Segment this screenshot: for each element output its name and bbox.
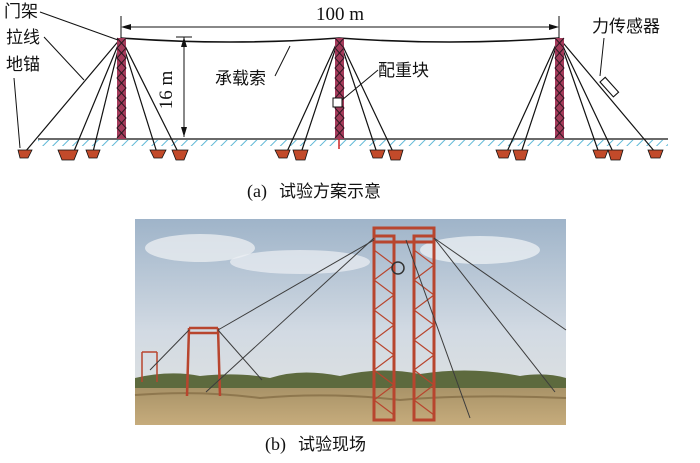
guy-wires-left	[24, 37, 181, 157]
photo-tower-far	[141, 351, 158, 382]
caption-a-tag: (a)	[247, 181, 267, 202]
ground-anchors	[17, 149, 664, 161]
tower-right	[554, 37, 565, 139]
label-counterweight: 配重块	[341, 61, 429, 101]
svg-text:地锚: 地锚	[6, 55, 40, 75]
label-force-sensor: 力传感器	[592, 17, 660, 77]
photo-cables	[149, 237, 567, 419]
schematic-a: 100 m 16 m	[4, 2, 668, 202]
label-carrying-cable: 承载索	[215, 45, 291, 89]
guy-wires-middle	[284, 37, 396, 157]
label-ground-anchor: 地锚	[6, 55, 40, 149]
span-label: 100 m	[316, 4, 364, 25]
label-portal-frame: 门架	[4, 2, 119, 41]
svg-text:承载索: 承载索	[215, 69, 266, 89]
force-sensor	[599, 76, 620, 98]
site-photo-b: (b) 试验现场	[134, 219, 567, 455]
photo-tower-near	[372, 226, 436, 422]
counterweight-block	[332, 97, 343, 108]
caption-b-text: 试验现场	[298, 435, 366, 455]
guy-wires-right	[504, 37, 656, 157]
tower-left	[116, 37, 127, 139]
svg-text:门架: 门架	[4, 2, 38, 22]
height-dimension: 16 m	[156, 36, 192, 137]
photo-tower-mid	[185, 326, 222, 397]
svg-text:拉线: 拉线	[6, 28, 40, 48]
tower-middle	[334, 37, 345, 149]
label-guy-wire: 拉线	[6, 28, 85, 81]
height-label: 16 m	[156, 71, 177, 110]
caption-b-tag: (b)	[265, 434, 286, 455]
ground	[38, 138, 668, 146]
svg-text:配重块: 配重块	[378, 61, 429, 81]
caption-a-text: 试验方案示意	[279, 182, 381, 202]
span-dimension: 100 m	[120, 4, 560, 40]
svg-text:力传感器: 力传感器	[592, 17, 660, 37]
